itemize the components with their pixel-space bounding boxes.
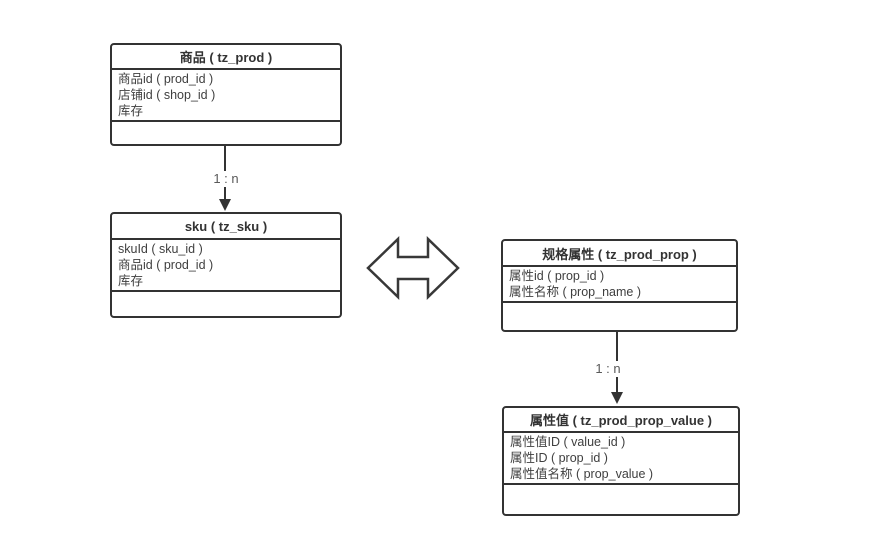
entity-sku-fields: skuId ( sku_id ) 商品id ( prod_id ) 库存 — [112, 240, 340, 292]
entity-prod-prop-value-title: 属性值 ( tz_prod_prop_value ) — [504, 408, 738, 433]
entity-sku-title: sku ( tz_sku ) — [112, 214, 340, 240]
entity-field: 属性名称 ( prop_name ) — [509, 285, 641, 299]
arrowhead-down-icon — [611, 392, 623, 404]
entity-field: 属性值ID ( value_id ) — [510, 435, 626, 449]
entity-sku: sku ( tz_sku ) skuId ( sku_id ) 商品id ( p… — [110, 212, 342, 318]
entity-prod-prop-value: 属性值 ( tz_prod_prop_value ) 属性值ID ( value… — [502, 406, 740, 516]
entity-prod-title: 商品 ( tz_prod ) — [112, 45, 340, 70]
double-horizontal-arrow-icon — [366, 236, 460, 300]
entity-empty-section — [503, 303, 736, 330]
entity-empty-section — [504, 485, 738, 514]
entity-field: 属性ID ( prop_id ) — [510, 451, 608, 465]
entity-field: 属性id ( prop_id ) — [509, 269, 605, 283]
cardinality-label-prop-propvalue: 1 : n — [585, 361, 631, 377]
entity-field: skuId ( sku_id ) — [118, 242, 203, 256]
entity-prod-prop-fields: 属性id ( prop_id ) 属性名称 ( prop_name ) — [503, 267, 736, 303]
entity-prod-fields: 商品id ( prod_id ) 店铺id ( shop_id ) 库存 — [112, 70, 340, 122]
entity-field: 库存 — [118, 104, 144, 118]
entity-field: 商品id ( prod_id ) — [118, 72, 214, 86]
entity-empty-section — [112, 122, 340, 144]
arrowhead-down-icon — [219, 199, 231, 211]
cardinality-label-prod-sku: 1 : n — [203, 171, 249, 187]
entity-prod-prop-value-fields: 属性值ID ( value_id ) 属性ID ( prop_id ) 属性值名… — [504, 433, 738, 485]
entity-prod-prop: 规格属性 ( tz_prod_prop ) 属性id ( prop_id ) 属… — [501, 239, 738, 332]
entity-prod-prop-title: 规格属性 ( tz_prod_prop ) — [503, 241, 736, 267]
entity-field: 库存 — [118, 274, 144, 288]
entity-field: 商品id ( prod_id ) — [118, 258, 214, 272]
entity-field: 属性值名称 ( prop_value ) — [510, 467, 654, 481]
entity-prod: 商品 ( tz_prod ) 商品id ( prod_id ) 店铺id ( s… — [110, 43, 342, 146]
entity-field: 店铺id ( shop_id ) — [118, 88, 216, 102]
entity-empty-section — [112, 292, 340, 316]
